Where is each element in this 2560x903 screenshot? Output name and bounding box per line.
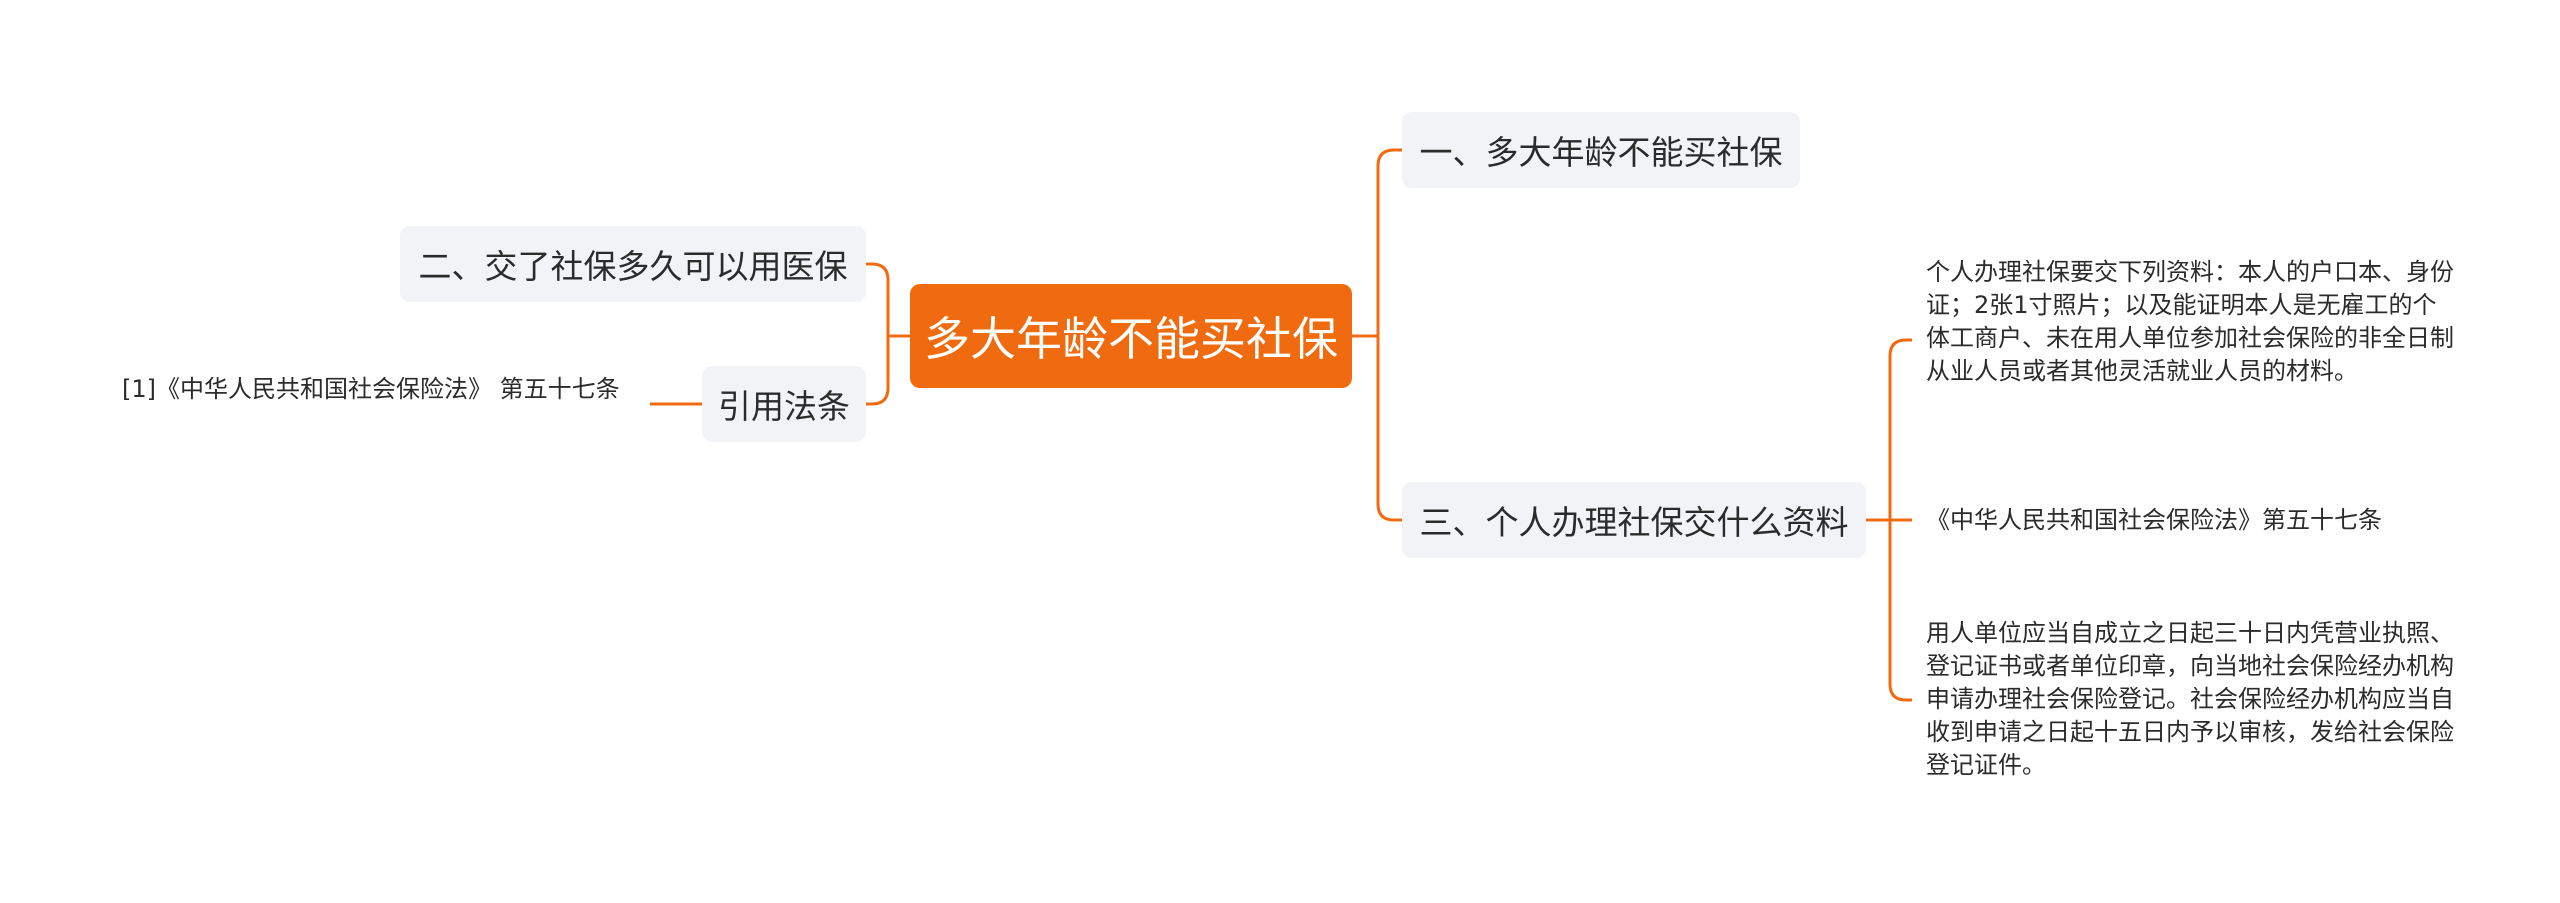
connector-to-l3 <box>1888 520 1912 702</box>
leaf-registration-rule: 用人单位应当自成立之日起三十日内凭营业执照、登记证书或者单位印章，向当地社会保险… <box>1926 619 2454 779</box>
root-node[interactable]: 多大年龄不能买社保 <box>910 284 1352 388</box>
branch-node-required-documents[interactable]: 三、个人办理社保交什么资料 <box>1402 482 1866 558</box>
connector-to-b1 <box>1376 148 1402 336</box>
branch-label: 引用法条 <box>718 387 850 426</box>
branch-node-medical-insurance[interactable]: 二、交了社保多久可以用医保 <box>400 226 866 302</box>
leaf-law-reference: 《中华人民共和国社会保险法》第五十七条 <box>1926 506 2382 534</box>
branch-node-cited-law[interactable]: 引用法条 <box>702 366 866 442</box>
connector-to-b2 <box>866 262 890 336</box>
connector-to-b3 <box>1376 336 1402 522</box>
connector-to-l1 <box>1888 338 1912 520</box>
connector-to-b4 <box>866 336 890 406</box>
branch-label: 三、个人办理社保交什么资料 <box>1419 503 1849 542</box>
leaf-documents-list: 个人办理社保要交下列资料：本人的户口本、身份证；2张1寸照片；以及能证明本人是无… <box>1926 258 2454 385</box>
branch-label: 二、交了社保多久可以用医保 <box>418 247 848 286</box>
branch-label: 一、多大年龄不能买社保 <box>1419 133 1783 172</box>
branch-node-age-limit[interactable]: 一、多大年龄不能买社保 <box>1402 112 1800 188</box>
root-label: 多大年龄不能买社保 <box>924 312 1338 366</box>
leaf-citation: [1]《中华人民共和国社会保险法》 第五十七条 <box>122 375 620 403</box>
